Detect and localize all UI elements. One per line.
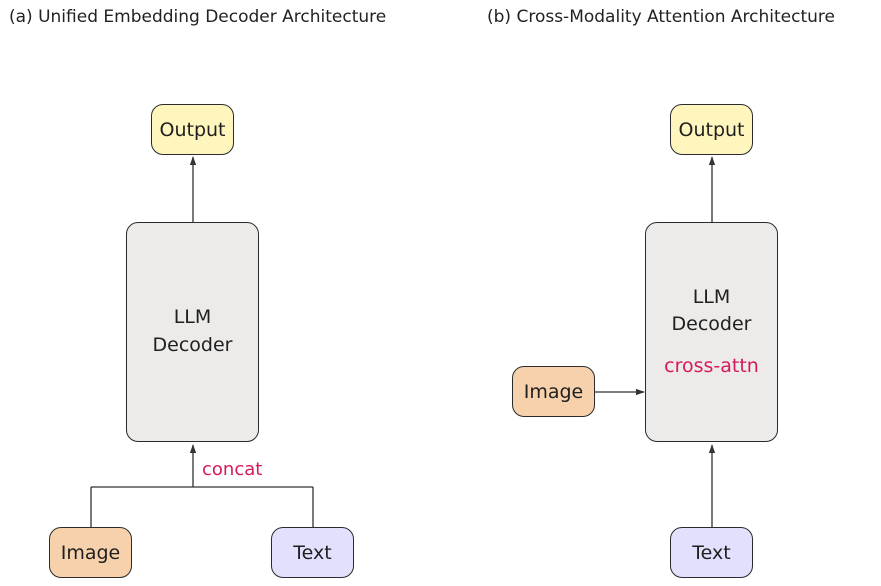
text-label-a: Text <box>293 541 332 564</box>
panel-a-title: (a) Unified Embedding Decoder Architectu… <box>9 7 387 27</box>
concat-label: concat <box>202 459 263 480</box>
cross-attn-label: cross-attn <box>664 354 759 377</box>
text-node-b: Text <box>670 527 753 578</box>
output-node-a: Output <box>151 104 234 155</box>
output-label-b: Output <box>678 118 745 141</box>
image-node-b: Image <box>512 366 595 417</box>
decoder-label-line2-a: Decoder <box>152 334 233 356</box>
decoder-label-line1-b: LLM <box>692 285 731 308</box>
decoder-label-line1-a: LLM <box>173 306 212 329</box>
image-node-a: Image <box>49 527 132 578</box>
image-label-a: Image <box>60 541 121 564</box>
panel-b-title: (b) Cross-Modality Attention Architectur… <box>487 7 835 27</box>
image-label-b: Image <box>523 380 584 403</box>
output-node-b: Output <box>670 104 753 155</box>
decoder-label-line2-b: Decoder <box>671 313 752 336</box>
text-label-b: Text <box>692 541 731 564</box>
text-node-a: Text <box>271 527 354 578</box>
output-label-a: Output <box>159 118 226 141</box>
llm-decoder-node-b: LLM Decoder cross-attn <box>645 222 778 442</box>
llm-decoder-node-a: LLM Decoder <box>126 222 259 442</box>
